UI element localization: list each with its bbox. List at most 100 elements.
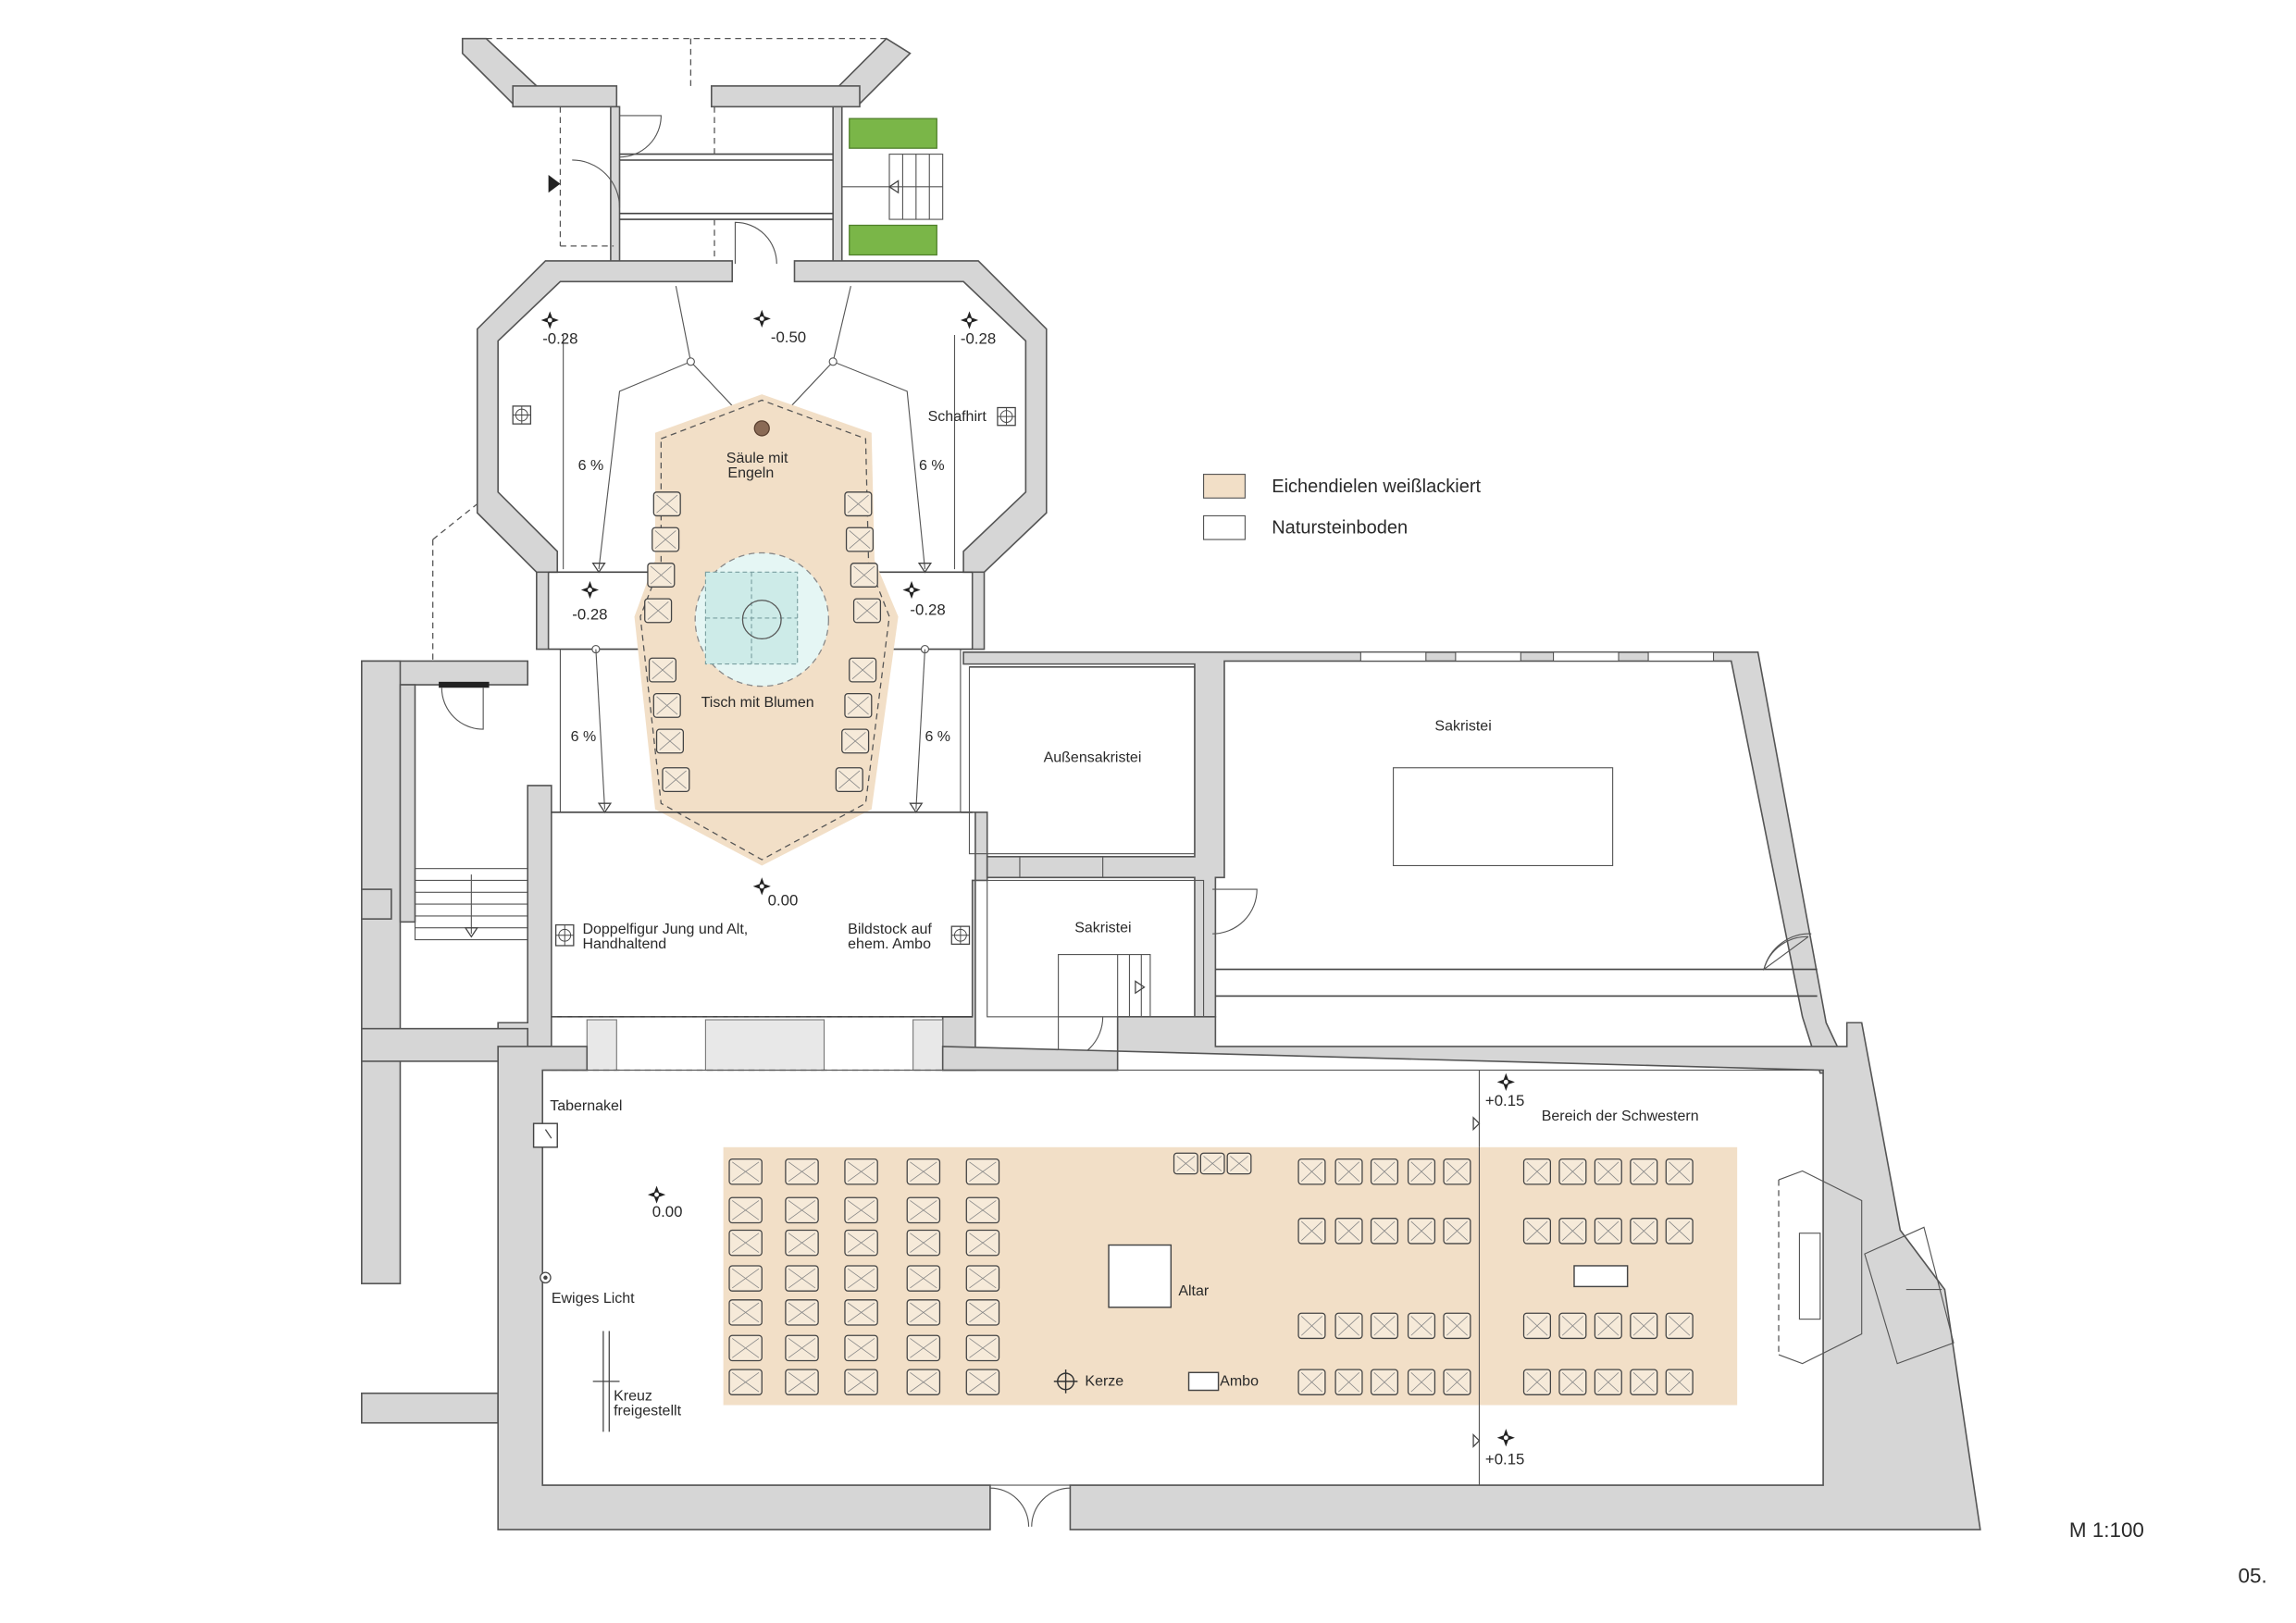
- level-nave: 0.00: [652, 1203, 683, 1220]
- chair: [1370, 1312, 1399, 1340]
- chair: [844, 693, 873, 718]
- label-ewiges-licht: Ewiges Licht: [552, 1291, 635, 1307]
- chair: [906, 1229, 941, 1257]
- entrance-porch: [461, 37, 944, 265]
- label-tisch: Tisch mit Blumen: [701, 695, 814, 711]
- chair: [849, 657, 877, 683]
- chair: [1407, 1312, 1436, 1340]
- chair: [1297, 1369, 1326, 1395]
- chair: [1297, 1158, 1326, 1185]
- level-mid-right: -0.28: [910, 601, 945, 619]
- cross-icon: [592, 1331, 620, 1432]
- chair: [785, 1196, 819, 1224]
- chair: [644, 598, 673, 624]
- chair: [655, 728, 685, 754]
- chair: [1594, 1158, 1622, 1185]
- level-marker-icon: [540, 311, 559, 329]
- chair: [1522, 1312, 1551, 1340]
- chair: [728, 1196, 763, 1224]
- chair: [785, 1229, 819, 1257]
- chair: [1558, 1312, 1587, 1340]
- chair: [852, 598, 882, 624]
- chair: [1334, 1312, 1363, 1340]
- chair: [652, 693, 681, 718]
- chair: [728, 1369, 763, 1395]
- level-sisters-bottom: +0.15: [1485, 1451, 1525, 1468]
- oak-platform: [634, 394, 899, 866]
- chair: [1443, 1218, 1471, 1245]
- chair: [1522, 1218, 1551, 1245]
- chair: [728, 1299, 763, 1326]
- wayside-shrine-icon: [950, 925, 971, 946]
- chair: [785, 1265, 819, 1292]
- label-kreuz-1: Kreuz: [614, 1389, 652, 1405]
- altar: [1108, 1244, 1173, 1308]
- chair: [728, 1158, 763, 1185]
- level-upper-left: -0.28: [542, 330, 577, 348]
- chair: [728, 1229, 763, 1257]
- level-mid-left: -0.28: [572, 606, 607, 624]
- chair: [835, 767, 863, 793]
- chair: [1297, 1218, 1326, 1245]
- chair: [1443, 1158, 1471, 1185]
- chair: [906, 1158, 941, 1185]
- chair: [850, 563, 878, 588]
- nave-chairs: [728, 1152, 1694, 1395]
- chair: [1522, 1158, 1551, 1185]
- legend-swatch-oak: [1203, 474, 1246, 499]
- legend-label-oak: Eichendielen weißlackiert: [1272, 477, 1481, 497]
- entry-arrow-icon: [548, 175, 561, 193]
- planter-bottom: [849, 224, 937, 256]
- chair: [785, 1369, 819, 1395]
- label-saeule-1: Säule mit: [726, 451, 788, 466]
- eternal-light-icon: [540, 1271, 552, 1284]
- chair: [1334, 1158, 1363, 1185]
- label-tabernakel: Tabernakel: [550, 1098, 622, 1114]
- label-aussensakristei: Außensakristei: [1044, 750, 1142, 765]
- chair: [844, 491, 873, 517]
- page-number: 05.: [2239, 1565, 2267, 1588]
- chair: [1630, 1218, 1658, 1245]
- label-doppelfigur-1: Doppelfigur Jung und Alt,: [582, 922, 748, 937]
- sacristy-block: [962, 651, 1852, 1074]
- chair: [652, 527, 680, 552]
- chair: [1334, 1218, 1363, 1245]
- landing: [497, 785, 988, 1072]
- chair: [844, 1299, 878, 1326]
- label-sakristei-small: Sakristei: [1074, 921, 1131, 936]
- chair: [965, 1265, 1000, 1292]
- chair: [1630, 1312, 1658, 1340]
- level-marker-icon: [752, 877, 771, 896]
- level-upper-right: -0.28: [961, 330, 996, 348]
- double-figure-icon: [554, 923, 575, 947]
- slope-upper-left: 6 %: [578, 458, 604, 474]
- label-altar: Altar: [1178, 1283, 1210, 1299]
- chair: [1443, 1312, 1471, 1340]
- chair: [1199, 1152, 1225, 1175]
- label-sakristei-large: Sakristei: [1434, 719, 1491, 735]
- legend-label-stone: Natursteinboden: [1272, 518, 1408, 539]
- chair: [906, 1196, 941, 1224]
- sisters-desk: [1573, 1265, 1629, 1288]
- chair: [906, 1299, 941, 1326]
- level-marker-icon: [1496, 1072, 1515, 1091]
- legend-swatch-stone: [1203, 514, 1246, 540]
- chair: [1522, 1369, 1551, 1395]
- legend: Eichendielen weißlackiert Natursteinbode…: [1203, 474, 1482, 540]
- chair: [844, 1334, 878, 1362]
- chair: [1630, 1158, 1658, 1185]
- chair: [1443, 1369, 1471, 1395]
- chair: [844, 1369, 878, 1395]
- slope-lower-right: 6 %: [925, 729, 950, 745]
- chair: [841, 728, 870, 754]
- planter-top: [849, 118, 937, 149]
- chair: [965, 1158, 1000, 1185]
- level-marker-icon: [580, 580, 600, 600]
- scale-label: M 1:100: [2069, 1518, 2144, 1542]
- chair: [1665, 1218, 1694, 1245]
- ambo: [1187, 1371, 1220, 1392]
- chair: [906, 1334, 941, 1362]
- nave: [497, 1016, 1981, 1530]
- chair: [662, 767, 690, 793]
